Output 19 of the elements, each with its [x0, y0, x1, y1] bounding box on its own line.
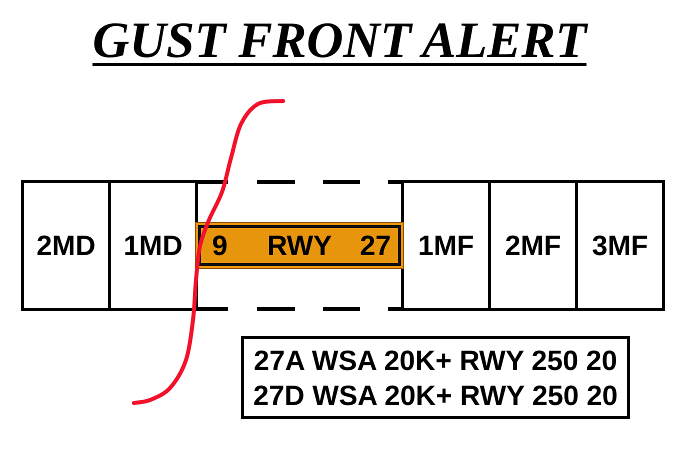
- zone-box: [578, 180, 665, 311]
- zone-box: [111, 180, 195, 311]
- runway-number: 9: [212, 230, 228, 260]
- zone-box: [491, 180, 578, 311]
- dashed-frame: [195, 180, 404, 311]
- title: GUST FRONT ALERT: [92, 12, 586, 70]
- alert-message-box: [241, 336, 630, 419]
- zone-label: 1MF: [418, 230, 474, 260]
- zone-box: [21, 180, 111, 311]
- alert-message-line: 27A WSA 20K+ RWY 250 20: [254, 344, 618, 378]
- zone-label: 1MD: [123, 230, 183, 260]
- runway-bar: [195, 222, 404, 269]
- runway-number: 27: [360, 230, 391, 260]
- runway-label: RWY: [267, 230, 332, 260]
- zone-label: 2MF: [505, 230, 561, 260]
- zone-box: [404, 180, 491, 311]
- alert-message-line: 27D WSA 20K+ RWY 250 20: [253, 378, 618, 412]
- zone-label: 2MD: [36, 230, 96, 260]
- zone-label: 3MF: [592, 230, 648, 260]
